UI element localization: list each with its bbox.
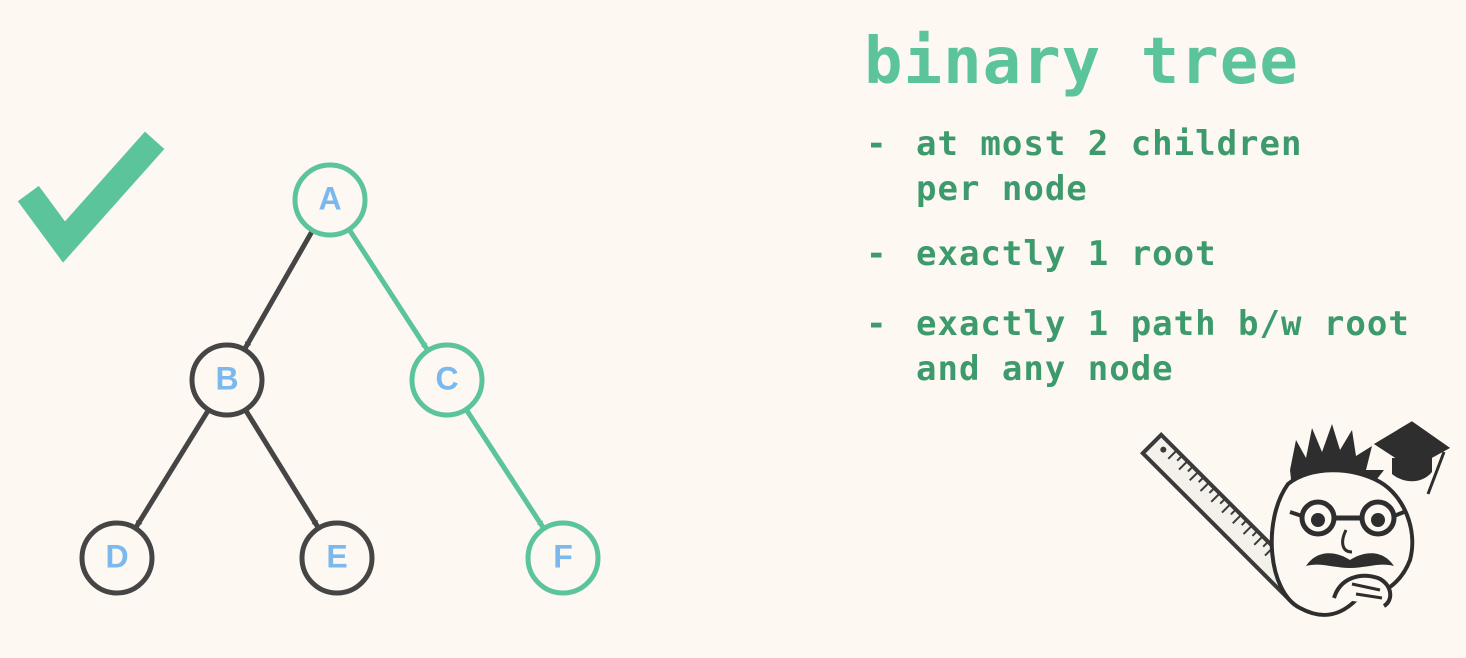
- edge-b-e: [243, 408, 320, 528]
- bullet-line: exactly 1 path b/w root: [916, 304, 1410, 344]
- tree-node-b: B: [189, 342, 265, 418]
- graduation-cap-icon: [1370, 418, 1454, 495]
- tree-node-f: F: [525, 520, 601, 596]
- bullet-text: at most 2 children per node: [916, 122, 1302, 212]
- node-label: F: [553, 538, 573, 574]
- bullet-text: exactly 1 root: [916, 232, 1217, 277]
- tree-node-c: C: [409, 342, 485, 418]
- node-label: A: [318, 180, 341, 216]
- bullet-line: at most 2 children: [916, 124, 1303, 164]
- edge-c-f: [464, 407, 545, 529]
- bullet-max-children: -at most 2 children per node: [866, 122, 1302, 212]
- edge-b-d: [134, 408, 211, 528]
- node-label: B: [215, 360, 238, 396]
- node-circle: [299, 520, 375, 596]
- bullet-dash: -: [866, 234, 888, 274]
- bullet-dash: -: [866, 304, 888, 344]
- bullet-one-path: -exactly 1 path b/w root and any node: [866, 302, 1410, 392]
- slide-title: binary tree: [864, 25, 1299, 99]
- bullet-line: and any node: [916, 349, 1174, 389]
- tree-edges: [134, 227, 545, 529]
- node-circle: [292, 162, 368, 238]
- node-label: C: [435, 360, 458, 396]
- bullet-text: exactly 1 path b/w root and any node: [916, 302, 1410, 392]
- node-circle: [79, 520, 155, 596]
- edge-a-c: [346, 227, 429, 351]
- professor-mascot-icon: [1269, 424, 1415, 617]
- bullet-line: exactly 1 root: [916, 234, 1217, 274]
- node-circle: [525, 520, 601, 596]
- edge-a-b: [243, 229, 315, 350]
- tree-node-e: E: [299, 520, 375, 596]
- checkmark-icon: [17, 131, 165, 263]
- tree-node-d: D: [79, 520, 155, 596]
- node-label: E: [326, 538, 347, 574]
- node-circle: [189, 342, 265, 418]
- tree-node-a: A: [292, 162, 368, 238]
- node-circle: [409, 342, 485, 418]
- node-label: D: [105, 538, 128, 574]
- bullet-dash: -: [866, 124, 888, 164]
- bullet-one-root: -exactly 1 root: [866, 232, 1217, 277]
- tree-nodes: A B C D E F: [79, 162, 601, 596]
- bullet-line: per node: [916, 169, 1088, 209]
